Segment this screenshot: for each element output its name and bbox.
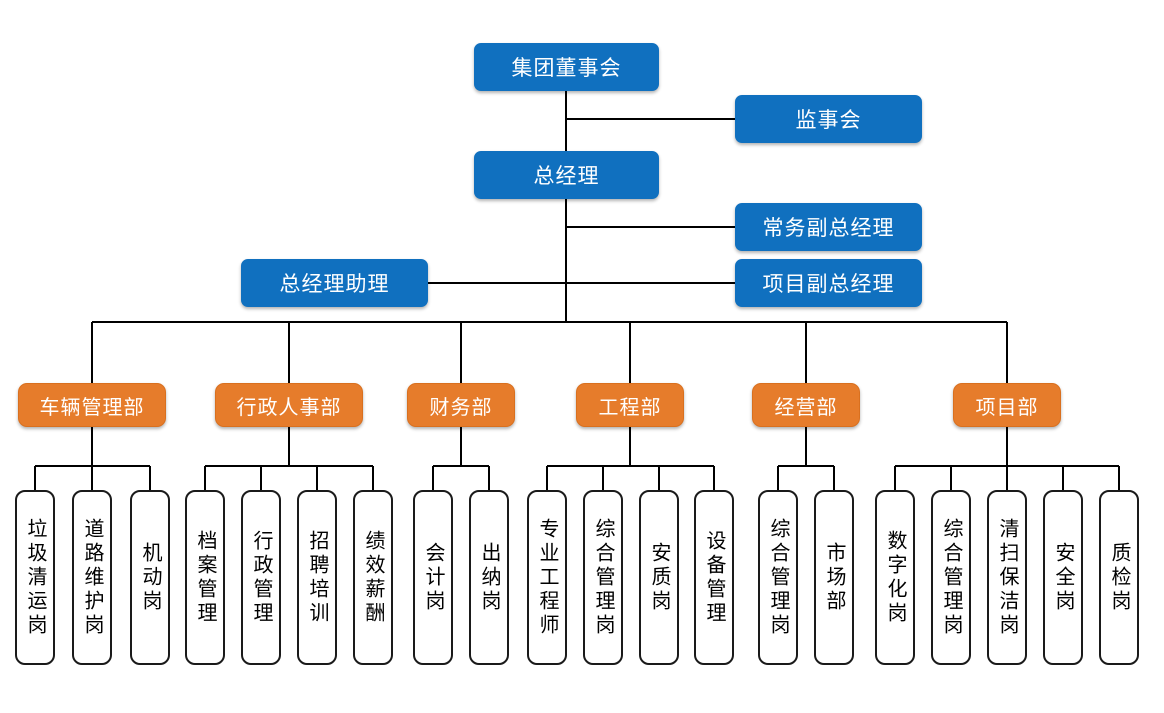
node-position-project-3-label: 清扫保洁岗 [996,517,1018,638]
node-position-project-5[interactable]: 质检岗 [1099,490,1139,665]
node-department-operations[interactable]: 经营部 [752,383,860,427]
node-position-engineering-1-label: 专业工程师 [536,517,558,638]
node-supervisory-board[interactable]: 监事会 [735,95,922,143]
node-position-engineering-3-label: 安质岗 [648,541,670,614]
node-position-engineering-4[interactable]: 设备管理 [694,490,734,665]
node-department-admin-hr[interactable]: 行政人事部 [215,383,363,427]
node-position-adminhr-4[interactable]: 绩效薪酬 [353,490,393,665]
node-position-operations-1-label: 综合管理岗 [767,517,789,638]
node-position-engineering-1[interactable]: 专业工程师 [527,490,567,665]
node-board-label: 集团董事会 [511,57,622,80]
node-board[interactable]: 集团董事会 [474,43,659,91]
node-supervisory-board-label: 监事会 [795,109,862,132]
node-department-operations-label: 经营部 [774,396,838,419]
node-position-engineering-2-label: 综合管理岗 [592,517,614,638]
node-general-manager-label: 总经理 [533,165,600,188]
node-department-admin-hr-label: 行政人事部 [236,396,342,419]
node-position-project-2-label: 综合管理岗 [940,517,962,638]
node-department-finance-label: 财务部 [429,396,493,419]
node-position-adminhr-2-label: 行政管理 [250,529,272,626]
node-position-vehicle-3-label: 机动岗 [139,541,161,614]
node-position-project-4-label: 安全岗 [1052,541,1074,614]
node-position-engineering-4-label: 设备管理 [703,529,725,626]
node-department-project[interactable]: 项目部 [953,383,1061,427]
node-position-project-4[interactable]: 安全岗 [1043,490,1083,665]
node-position-operations-2-label: 市场部 [823,541,845,614]
node-position-finance-2-label: 出纳岗 [478,541,500,614]
node-position-vehicle-2-label: 道路维护岗 [81,517,103,638]
node-position-operations-2[interactable]: 市场部 [814,490,854,665]
node-position-adminhr-3-label: 招聘培训 [306,529,328,626]
node-general-manager[interactable]: 总经理 [474,151,659,199]
node-position-engineering-2[interactable]: 综合管理岗 [583,490,623,665]
node-position-finance-1[interactable]: 会计岗 [413,490,453,665]
node-project-deputy-gm-label: 项目副总经理 [762,273,895,296]
node-position-project-5-label: 质检岗 [1108,541,1130,614]
node-position-operations-1[interactable]: 综合管理岗 [758,490,798,665]
node-executive-deputy-gm[interactable]: 常务副总经理 [735,203,922,251]
node-position-finance-1-label: 会计岗 [422,541,444,614]
node-position-project-2[interactable]: 综合管理岗 [931,490,971,665]
node-position-vehicle-2[interactable]: 道路维护岗 [72,490,112,665]
node-position-vehicle-1-label: 垃圾清运岗 [24,517,46,638]
node-position-finance-2[interactable]: 出纳岗 [469,490,509,665]
node-position-adminhr-1[interactable]: 档案管理 [185,490,225,665]
node-department-finance[interactable]: 财务部 [407,383,515,427]
node-department-vehicle[interactable]: 车辆管理部 [18,383,166,427]
node-position-project-3[interactable]: 清扫保洁岗 [987,490,1027,665]
node-gm-assistant-label: 总经理助理 [279,273,390,296]
node-position-project-1[interactable]: 数字化岗 [875,490,915,665]
node-position-adminhr-4-label: 绩效薪酬 [362,529,384,626]
node-gm-assistant[interactable]: 总经理助理 [241,259,428,307]
node-department-engineering-label: 工程部 [598,396,662,419]
node-position-vehicle-3[interactable]: 机动岗 [130,490,170,665]
node-department-engineering[interactable]: 工程部 [576,383,684,427]
node-department-project-label: 项目部 [975,396,1039,419]
node-position-adminhr-3[interactable]: 招聘培训 [297,490,337,665]
node-position-project-1-label: 数字化岗 [884,529,906,626]
node-project-deputy-gm[interactable]: 项目副总经理 [735,259,922,307]
node-department-vehicle-label: 车辆管理部 [39,396,145,419]
node-position-engineering-3[interactable]: 安质岗 [639,490,679,665]
node-position-adminhr-1-label: 档案管理 [194,529,216,626]
node-position-adminhr-2[interactable]: 行政管理 [241,490,281,665]
node-position-vehicle-1[interactable]: 垃圾清运岗 [15,490,55,665]
node-executive-deputy-gm-label: 常务副总经理 [762,217,895,240]
